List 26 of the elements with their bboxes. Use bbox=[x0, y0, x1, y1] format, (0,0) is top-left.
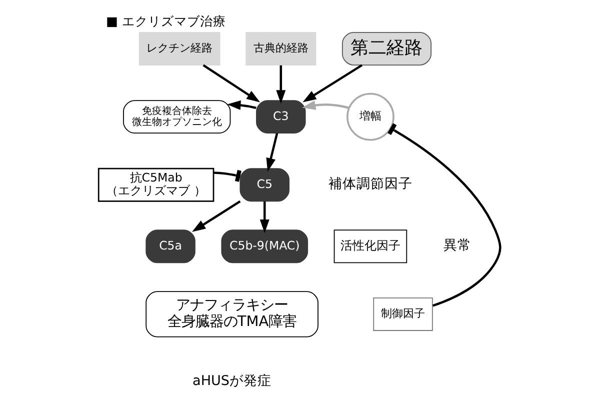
node-box: C3 bbox=[256, 100, 306, 134]
arrow bbox=[192, 200, 240, 232]
node-box: 第二経路 bbox=[341, 32, 432, 66]
node-box: 抗C5Mab （エクリズマブ ） bbox=[97, 168, 214, 202]
connector bbox=[387, 123, 501, 307]
arrow bbox=[266, 133, 278, 172]
node-box: C5b-9(MAC) bbox=[220, 230, 308, 264]
arrow bbox=[259, 201, 269, 234]
node-box: 古典的経路 bbox=[245, 32, 316, 66]
node-box: レクチン経路 bbox=[138, 32, 220, 66]
arrow bbox=[302, 64, 362, 102]
node-box: C5 bbox=[239, 168, 289, 202]
node-box: 免疫複合体除去 微生物オプソニン化 bbox=[122, 100, 230, 134]
arrow bbox=[202, 64, 260, 102]
connector bbox=[213, 170, 241, 182]
node-box: アナフィラキシー 全身臓器のTMA障害 bbox=[145, 291, 318, 338]
arrow bbox=[226, 100, 256, 110]
node-box: 活性化因子 bbox=[333, 230, 407, 264]
label: 補体調節因子 bbox=[328, 176, 412, 192]
label: 異常 bbox=[442, 238, 471, 254]
node-box: 制御因子 bbox=[372, 297, 432, 331]
label: aHUSが発症 bbox=[192, 373, 272, 390]
arrow bbox=[302, 100, 350, 110]
arrow bbox=[276, 65, 286, 104]
diagram-title: ■ エクリズマブ治療 bbox=[106, 13, 226, 28]
node-box: C5a bbox=[145, 230, 195, 264]
